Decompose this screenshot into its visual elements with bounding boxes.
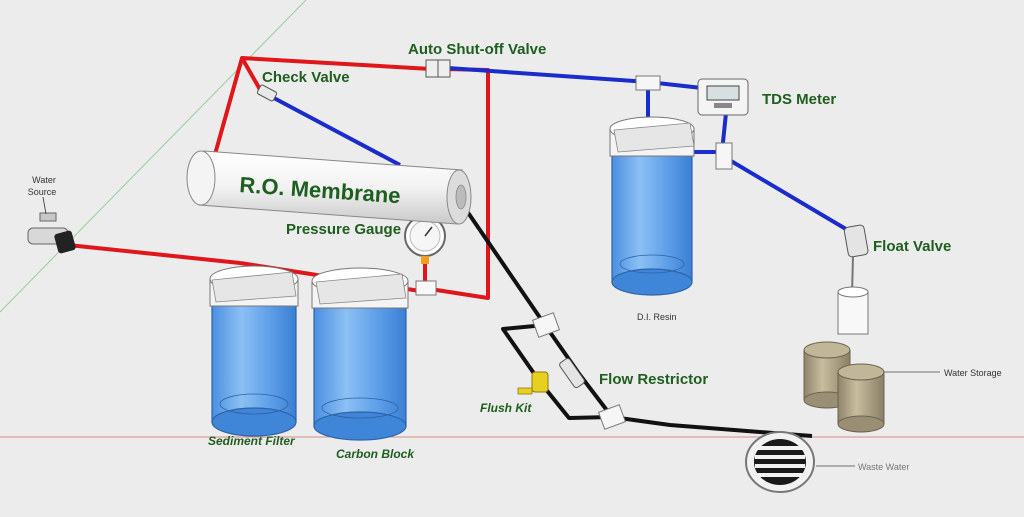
pressure-gauge (404, 215, 446, 296)
flush-kit-label: Flush Kit (480, 401, 532, 415)
float-valve-label: Float Valve (873, 238, 951, 255)
auto-shutoff-valve (425, 59, 451, 78)
flow-restrictor-label: Flow Restrictor (599, 371, 708, 388)
di-resin-label: D.I. Resin (637, 312, 677, 322)
pressure-gauge-label: Pressure Gauge (286, 221, 401, 238)
di-resin-canister (609, 116, 695, 296)
sediment-filter-label: Sediment Filter (208, 434, 296, 448)
water-storage-label: Water Storage (944, 368, 1002, 378)
waste-water-line (456, 196, 813, 438)
tds-meter-label: TDS Meter (762, 91, 836, 108)
water-source-label: Source (28, 187, 57, 197)
waste-water-label: Waste Water (858, 462, 909, 472)
waste-tee-upper (531, 312, 561, 338)
water-source-label: Water (32, 175, 56, 185)
check-valve (256, 84, 278, 102)
water-source-tap (27, 196, 76, 254)
tee-fitting-top (635, 75, 661, 91)
tee-fitting-tds (715, 142, 733, 170)
carbon-block-canister (311, 267, 409, 441)
ro-membrane-housing (186, 150, 472, 225)
flow-restrictor (559, 357, 585, 389)
water-storage-drums (803, 341, 940, 433)
waste-tee-lower (597, 404, 627, 430)
sediment-filter-canister (209, 265, 299, 437)
labels: Water Source Auto Shut-off Valve Check V… (28, 41, 1002, 472)
flush-kit (517, 371, 549, 395)
auto-shutoff-valve-label: Auto Shut-off Valve (408, 41, 546, 58)
guide-lines (0, 0, 1024, 438)
waste-drain (745, 431, 855, 493)
tds-meter (697, 78, 749, 116)
carbon-block-label: Carbon Block (336, 447, 415, 461)
float-valve (837, 224, 869, 335)
check-valve-label: Check Valve (262, 69, 350, 86)
